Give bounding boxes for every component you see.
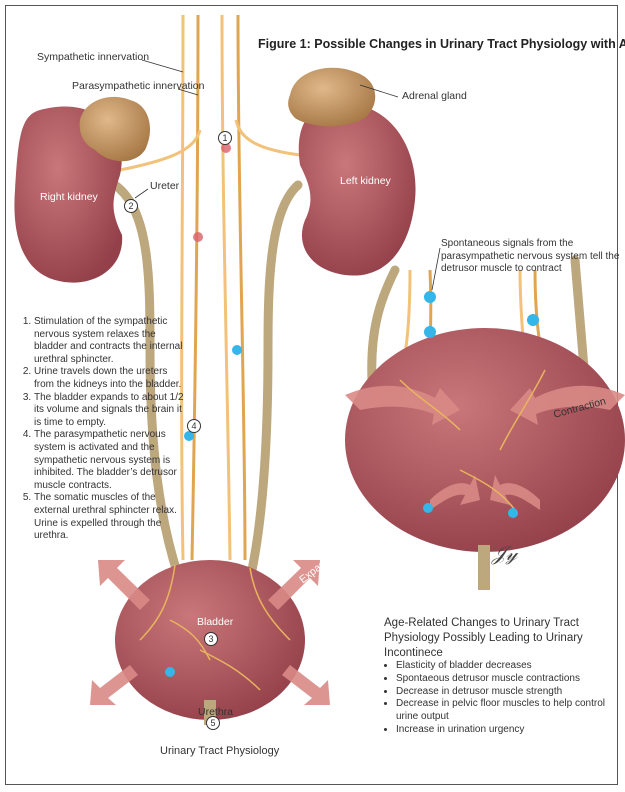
marker-3: 3 bbox=[204, 632, 218, 646]
step-item: The bladder expands to about 1/2 its vol… bbox=[34, 392, 184, 430]
age-change-item: Increase in urination urgency bbox=[396, 724, 625, 737]
figure-title: Figure 1: Possible Changes in Urinary Tr… bbox=[258, 37, 625, 51]
detail-urethra bbox=[478, 545, 490, 590]
leader-lines bbox=[134, 59, 441, 291]
parasympathetic-nerve bbox=[190, 14, 200, 561]
age-change-item: Elasticity of bladder decreases bbox=[396, 660, 625, 673]
label-spontaneous-signals: Spontaneous signals from the parasympath… bbox=[441, 238, 620, 274]
label-sympathetic-innervation: Sympathetic innervation bbox=[37, 51, 150, 63]
physiology-steps-list: Stimulation of the sympathetic nervous s… bbox=[14, 316, 184, 543]
age-changes-heading: Age-Related Changes to Urinary Tract Phy… bbox=[384, 617, 583, 659]
bladder-nerves bbox=[139, 564, 291, 691]
age-change-item: Spontaeous detrusor muscle contractions bbox=[396, 673, 625, 686]
figure-caption: Urinary Tract Physiology bbox=[160, 745, 280, 757]
age-change-item: Decrease in pelvic floor muscles to help… bbox=[396, 698, 625, 724]
expansion-arrows bbox=[90, 560, 330, 705]
age-changes-list: Elasticity of bladder decreases Spontaeo… bbox=[384, 660, 625, 737]
contraction-arrows bbox=[345, 385, 625, 510]
sympathetic-nerve bbox=[180, 14, 185, 561]
step-item: Stimulation of the sympathetic nervous s… bbox=[34, 316, 184, 366]
contracting-bladder bbox=[345, 328, 625, 552]
ureters bbox=[110, 180, 590, 580]
label-adrenal-gland: Adrenal gland bbox=[402, 90, 467, 102]
step-item: The somatic muscles of the external uret… bbox=[34, 492, 184, 542]
marker-4: 4 bbox=[187, 419, 201, 433]
right-adrenal-gland bbox=[79, 96, 150, 162]
step-item: The parasympathetic nervous system is ac… bbox=[34, 429, 184, 492]
right-kidney bbox=[14, 106, 123, 283]
label-ureter: Ureter bbox=[150, 180, 180, 192]
marker-5: 5 bbox=[206, 716, 220, 730]
nerve-branch-left bbox=[234, 119, 301, 157]
left-adrenal-gland bbox=[288, 67, 376, 127]
label-parasympathetic-innervation: Parasympathetic innervation bbox=[72, 80, 205, 92]
artist-signature: 𝒥𝓎 bbox=[491, 543, 519, 565]
label-urethra: Urethra bbox=[198, 706, 234, 718]
nerve bbox=[220, 14, 232, 561]
nerve-signal-dots bbox=[165, 143, 539, 677]
nerve bbox=[236, 14, 247, 561]
detrusor-nerves bbox=[399, 369, 546, 511]
label-bladder: Bladder bbox=[197, 616, 234, 628]
label-left-kidney: Left kidney bbox=[340, 175, 391, 187]
marker-2: 2 bbox=[124, 199, 138, 213]
marker-1: 1 bbox=[218, 131, 232, 145]
label-right-kidney: Right kidney bbox=[40, 191, 98, 203]
nerve-branch-right bbox=[119, 129, 202, 172]
age-change-item: Decrease in detrusor muscle strength bbox=[396, 686, 625, 699]
left-kidney bbox=[298, 103, 416, 276]
step-item: Urine travels down the ureters from the … bbox=[34, 366, 184, 391]
